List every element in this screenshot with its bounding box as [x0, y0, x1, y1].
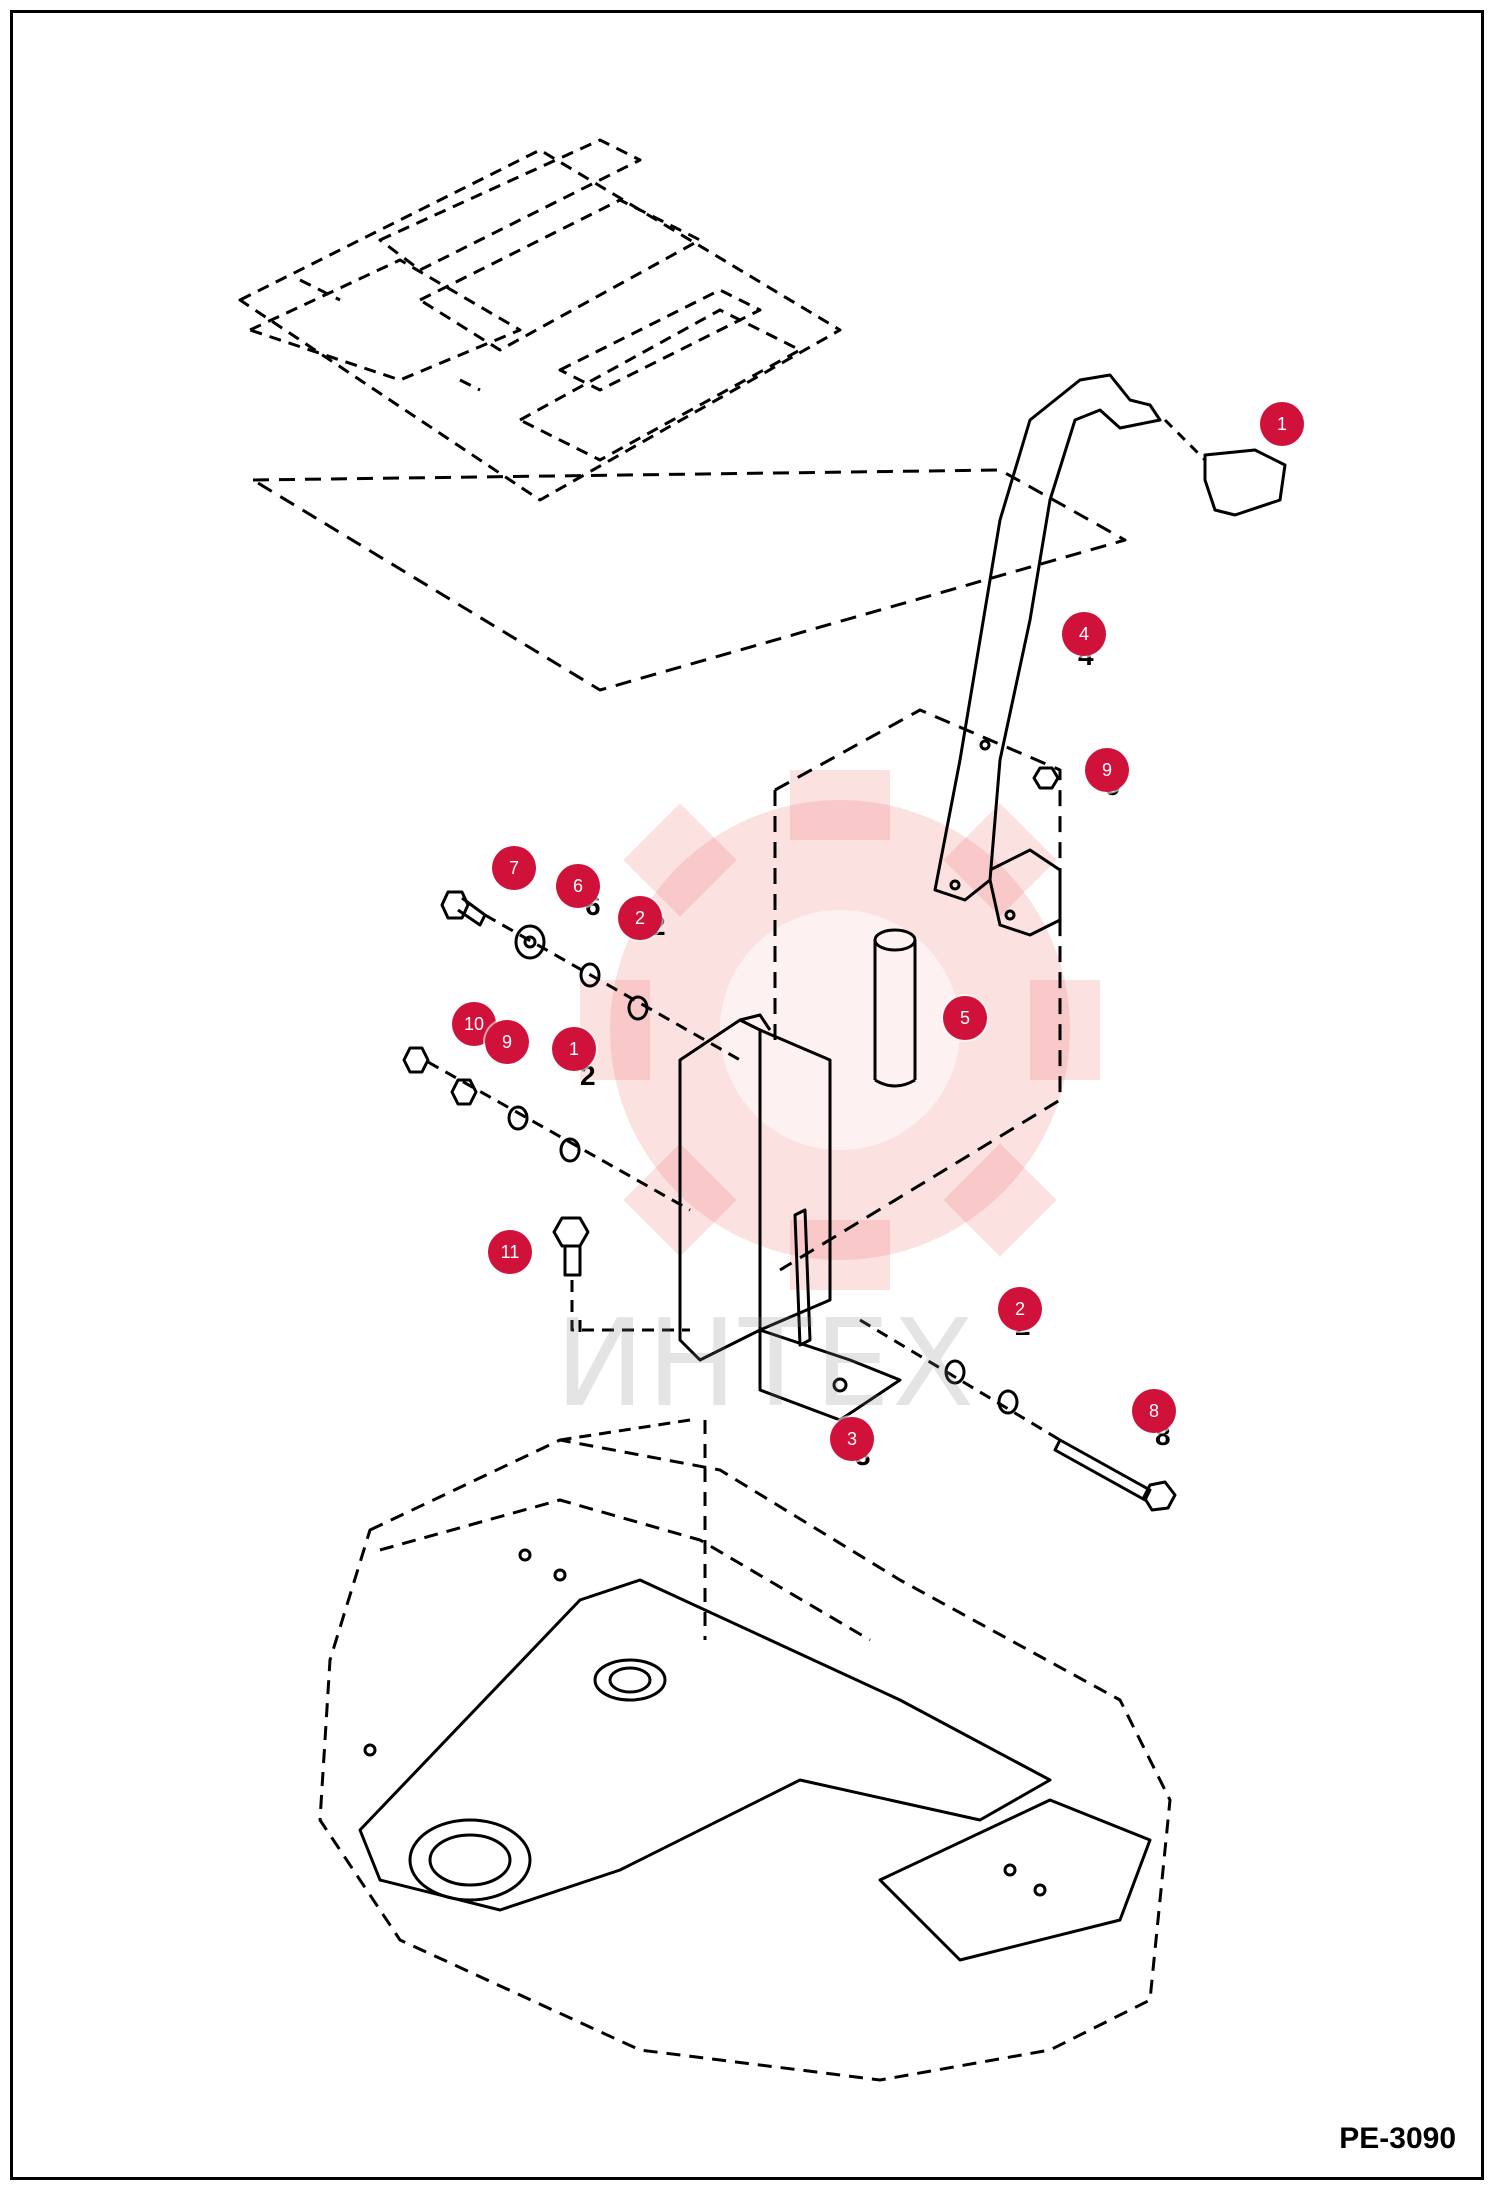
callout-4[interactable]: 4 — [1062, 612, 1106, 656]
callout-1[interactable]: 1 — [1260, 402, 1304, 446]
bolt-8 — [1053, 1438, 1177, 1512]
nut-10 — [402, 1046, 430, 1074]
callout-7[interactable]: 7 — [492, 846, 536, 890]
callout-1[interactable]: 1 — [552, 1027, 596, 1071]
nut-part — [1032, 766, 1060, 790]
frame-border — [10, 10, 1484, 2180]
floor-plate — [238, 138, 842, 502]
bracket-part — [678, 1013, 902, 1422]
knob-part — [1203, 448, 1287, 517]
callout-8[interactable]: 8 — [1132, 1389, 1176, 1433]
lever-part — [933, 373, 1162, 937]
frame-part — [318, 1438, 1172, 2082]
bushing-part — [627, 995, 649, 1021]
callout-9[interactable]: 9 — [1085, 748, 1129, 792]
callout-2[interactable]: 2 — [998, 1287, 1042, 1331]
bolt-7 — [440, 890, 487, 927]
pin-part — [873, 928, 917, 1088]
watermark-text: ИНТЕХ — [555, 1295, 977, 1434]
bolt-11 — [552, 1216, 590, 1277]
nut-9 — [450, 1078, 478, 1106]
page-code: PE-3090 — [1339, 2122, 1456, 2155]
callout-11[interactable]: 11 — [488, 1230, 532, 1274]
bushing-part — [579, 962, 601, 988]
frame-boss — [358, 1548, 1152, 1962]
washer-part — [514, 924, 546, 960]
callout-5[interactable]: 5 — [943, 996, 987, 1040]
callout-2[interactable]: 2 — [618, 896, 662, 940]
callout-9[interactable]: 9 — [485, 1020, 529, 1064]
callout-3[interactable]: 3 — [830, 1417, 874, 1461]
callout-6[interactable]: 6 — [556, 864, 600, 908]
